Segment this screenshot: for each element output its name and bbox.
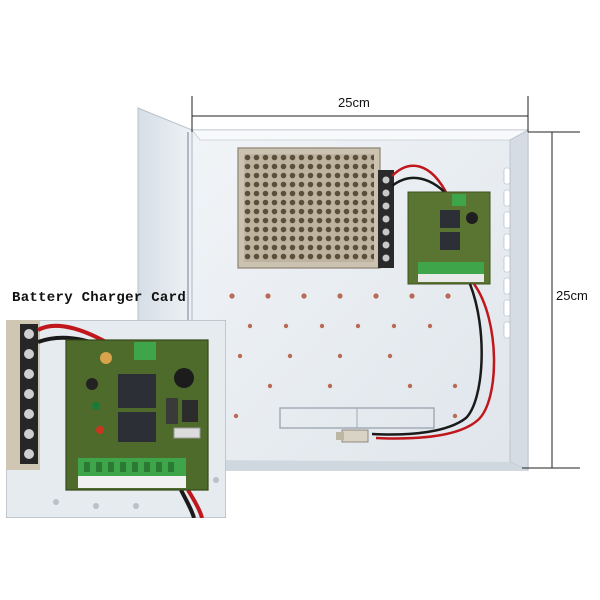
vent-slots (503, 167, 511, 339)
knockout-panel (279, 407, 435, 429)
height-label: 25cm (556, 288, 588, 303)
inset-title: Battery Charger Card (12, 290, 187, 306)
battery-leads (371, 283, 496, 440)
width-dimension-line (191, 96, 529, 132)
battery-connector (336, 429, 369, 443)
mounting-holes (229, 293, 458, 419)
enclosure-box (191, 129, 529, 471)
switching-power-supply (237, 147, 394, 269)
width-label: 25cm (338, 95, 370, 110)
battery-charger-card-installed (407, 191, 491, 285)
height-dimension-line (522, 131, 580, 469)
charger-card-closeup (6, 320, 226, 518)
